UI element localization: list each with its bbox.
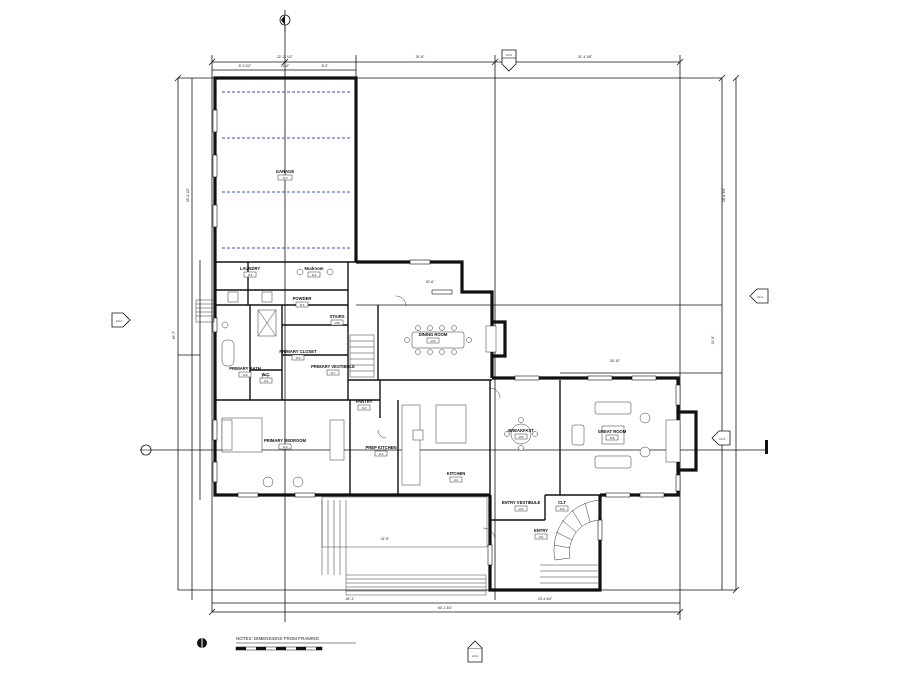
furniture bbox=[221, 268, 681, 488]
room-label-primary-closet: PRIMARY CLOSET 119 bbox=[279, 349, 317, 361]
svg-text:102: 102 bbox=[518, 507, 523, 511]
room-label-entry-vestibule: ENTRY VESTIBULE 102 bbox=[502, 500, 541, 512]
svg-text:117: 117 bbox=[331, 371, 336, 375]
svg-text:A3.4: A3.4 bbox=[472, 654, 479, 658]
section-cut-marker bbox=[140, 440, 768, 456]
dim-great-a: 26'-10" bbox=[610, 359, 621, 363]
svg-text:110: 110 bbox=[283, 176, 288, 180]
svg-text:PRIMARY BEDROOM: PRIMARY BEDROOM bbox=[264, 438, 307, 443]
dim-right-lower: 19'-9" bbox=[711, 335, 715, 344]
interior-stair bbox=[349, 334, 375, 378]
elevation-marker-top: A3.5 bbox=[501, 49, 517, 72]
dim-garage-a: 8'-3 1/2" bbox=[239, 64, 252, 68]
room-label-kitchen: KITCHEN 111 bbox=[447, 471, 466, 483]
dim-top-a: 22'-11 1/2" bbox=[277, 55, 294, 59]
dim-porch-a: 31'-9" bbox=[381, 537, 390, 541]
svg-text:GARAGE: GARAGE bbox=[276, 169, 295, 174]
svg-text:BREAKFAST: BREAKFAST bbox=[508, 428, 534, 433]
svg-text:PANTRY: PANTRY bbox=[356, 399, 373, 404]
svg-text:105: 105 bbox=[518, 435, 523, 439]
svg-text:DINING ROOM: DINING ROOM bbox=[419, 332, 448, 337]
svg-text:118: 118 bbox=[283, 445, 288, 449]
svg-text:ENTRY VESTIBULE: ENTRY VESTIBULE bbox=[502, 500, 541, 505]
dim-bottom-total: 60'-1 3/4" bbox=[438, 606, 453, 610]
svg-text:KITCHEN: KITCHEN bbox=[447, 471, 466, 476]
svg-text:A3.3: A3.3 bbox=[719, 437, 726, 441]
room-label-great-room: GREAT ROOM 106 bbox=[598, 429, 627, 441]
room-label-stairs: STAIRS 108 bbox=[329, 314, 345, 326]
svg-text:GREAT ROOM: GREAT ROOM bbox=[598, 429, 627, 434]
room-label-mudroom: Mudroom 114 bbox=[304, 266, 324, 278]
elevation-marker-bottom: A3.4 bbox=[467, 640, 483, 663]
spiral-stair bbox=[540, 499, 601, 584]
svg-text:PRIMARY CLOSET: PRIMARY CLOSET bbox=[279, 349, 317, 354]
svg-text:PRIMARY VESTIBULE: PRIMARY VESTIBULE bbox=[311, 364, 355, 369]
dimension-grid bbox=[140, 22, 768, 622]
dimension-ticks bbox=[174, 58, 740, 616]
garage-door-lines bbox=[222, 91, 352, 249]
svg-text:W.C.: W.C. bbox=[261, 372, 270, 377]
dim-bottom-a: 26'-1" bbox=[346, 597, 355, 601]
svg-text:115: 115 bbox=[248, 273, 253, 277]
svg-text:106: 106 bbox=[609, 436, 614, 440]
svg-text:ENTRY: ENTRY bbox=[534, 528, 548, 533]
svg-text:116: 116 bbox=[300, 303, 305, 307]
svg-text:111: 111 bbox=[454, 478, 459, 482]
svg-text:A3.1: A3.1 bbox=[757, 295, 764, 299]
room-label-powder: POWDER 116 bbox=[293, 296, 312, 308]
svg-text:Mudroom: Mudroom bbox=[304, 266, 323, 271]
svg-text:113: 113 bbox=[362, 406, 367, 410]
footer-notes-text: NOTES: DIMENSIONS FROM FRAMING bbox=[236, 636, 320, 641]
dim-bottom-b: 23'-4 3/4" bbox=[538, 597, 553, 601]
room-label-clt: CLT 104 bbox=[555, 500, 569, 512]
svg-text:STAIRS: STAIRS bbox=[329, 314, 344, 319]
dim-left-a: 45'-7" bbox=[172, 330, 176, 339]
svg-text:CLT: CLT bbox=[558, 500, 566, 505]
room-label-breakfast: BREAKFAST 105 bbox=[508, 428, 534, 440]
room-label-pantry: PANTRY 113 bbox=[356, 399, 373, 411]
footer-notes: NOTES: DIMENSIONS FROM FRAMING bbox=[197, 636, 356, 651]
room-label-primary-vestibule: PRIMARY VESTIBULE 117 bbox=[311, 364, 355, 376]
windows bbox=[212, 109, 681, 566]
dim-garage-b: 11'-6" bbox=[281, 64, 290, 68]
room-label-laundry: LAUNDRY 115 bbox=[240, 266, 261, 278]
svg-text:POWDER: POWDER bbox=[293, 296, 312, 301]
svg-text:104: 104 bbox=[559, 507, 564, 511]
dim-top-b: 24'-6" bbox=[416, 55, 425, 59]
room-label-primary-bedroom: PRIMARY BEDROOM 118 bbox=[264, 438, 307, 450]
svg-text:103: 103 bbox=[430, 339, 435, 343]
svg-text:A3.5: A3.5 bbox=[506, 53, 513, 57]
svg-text:112: 112 bbox=[379, 452, 384, 456]
scale-bar bbox=[235, 646, 323, 651]
svg-text:121: 121 bbox=[263, 379, 268, 383]
rear-porch bbox=[195, 299, 488, 596]
elevation-marker-great-room: A3.3 bbox=[711, 430, 731, 446]
svg-text:108: 108 bbox=[334, 321, 339, 325]
room-label-entry: ENTRY 101 bbox=[534, 528, 548, 540]
north-arrow-top bbox=[279, 10, 291, 32]
svg-text:114: 114 bbox=[312, 273, 317, 277]
svg-text:PREP KITCHEN: PREP KITCHEN bbox=[365, 445, 396, 450]
dim-garage-c: 8'-0" bbox=[322, 64, 330, 68]
svg-text:120: 120 bbox=[242, 373, 247, 377]
room-label-dining-room: DINING ROOM 103 bbox=[419, 332, 448, 344]
dim-dining-a: 20'-6" bbox=[426, 280, 435, 284]
room-label-primary-bath: PRIMARY BATH 120 bbox=[229, 366, 261, 378]
room-label-wc: W.C. 121 bbox=[259, 372, 273, 384]
elevation-marker-right: A3.1 bbox=[749, 288, 769, 304]
svg-text:119: 119 bbox=[296, 356, 301, 360]
svg-text:PRIMARY BATH: PRIMARY BATH bbox=[229, 366, 261, 371]
room-label-prep-kitchen: PREP KITCHEN 112 bbox=[365, 445, 397, 457]
svg-text:101: 101 bbox=[538, 535, 543, 539]
svg-text:A3.2: A3.2 bbox=[116, 319, 123, 323]
dim-right-total: 28'-8 3/4" bbox=[722, 187, 726, 202]
dim-left-b: 35'-3 1/2" bbox=[186, 187, 190, 202]
svg-text:LAUNDRY: LAUNDRY bbox=[240, 266, 261, 271]
dimension-labels: 22'-11 1/2" 24'-6" 31'-4 1/8" 8'-3 1/2" … bbox=[172, 55, 726, 610]
dim-top-c: 31'-4 1/8" bbox=[578, 55, 593, 59]
elevation-marker-left: A3.2 bbox=[111, 312, 131, 328]
door-swing-arcs bbox=[377, 295, 501, 541]
room-label-garage: GARAGE 110 bbox=[276, 169, 295, 181]
